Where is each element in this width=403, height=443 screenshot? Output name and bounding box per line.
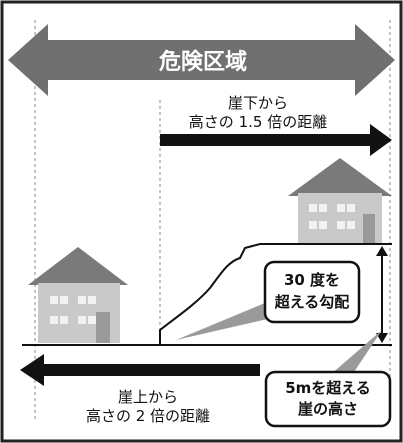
height-callout-line-2: 崖の高さ [298, 400, 358, 418]
bottom-distance-arrow [20, 354, 260, 386]
height-callout-pointer [330, 330, 382, 375]
top-arrow-label-2: 高さの 1.5 倍の距離 [189, 113, 327, 131]
house-icon-lower [28, 247, 128, 343]
height-arrow-head-bottom [376, 333, 388, 343]
cliff-slope [159, 243, 392, 345]
top-distance-arrow [160, 124, 392, 156]
slope-callout-box [263, 260, 361, 324]
danger-zone-title: 危険区域 [159, 49, 247, 75]
top-arrow-label-1: 崖下から [228, 94, 288, 112]
height-callout-box [264, 370, 392, 428]
bottom-arrow-label-2: 高さの 2 倍の距離 [86, 407, 210, 425]
height-arrow-head-top [376, 246, 388, 256]
slope-callout-line-1: 30 度を [284, 271, 340, 289]
danger-zone-arrow [8, 24, 395, 96]
bottom-arrow-label-1: 崖上から [118, 388, 178, 406]
house-icon-upper [288, 158, 392, 243]
height-callout-line-1: 5mを超える [285, 379, 371, 397]
slope-callout-pointer [176, 300, 272, 340]
slope-callout-line-2: 超える勾配 [274, 293, 350, 311]
